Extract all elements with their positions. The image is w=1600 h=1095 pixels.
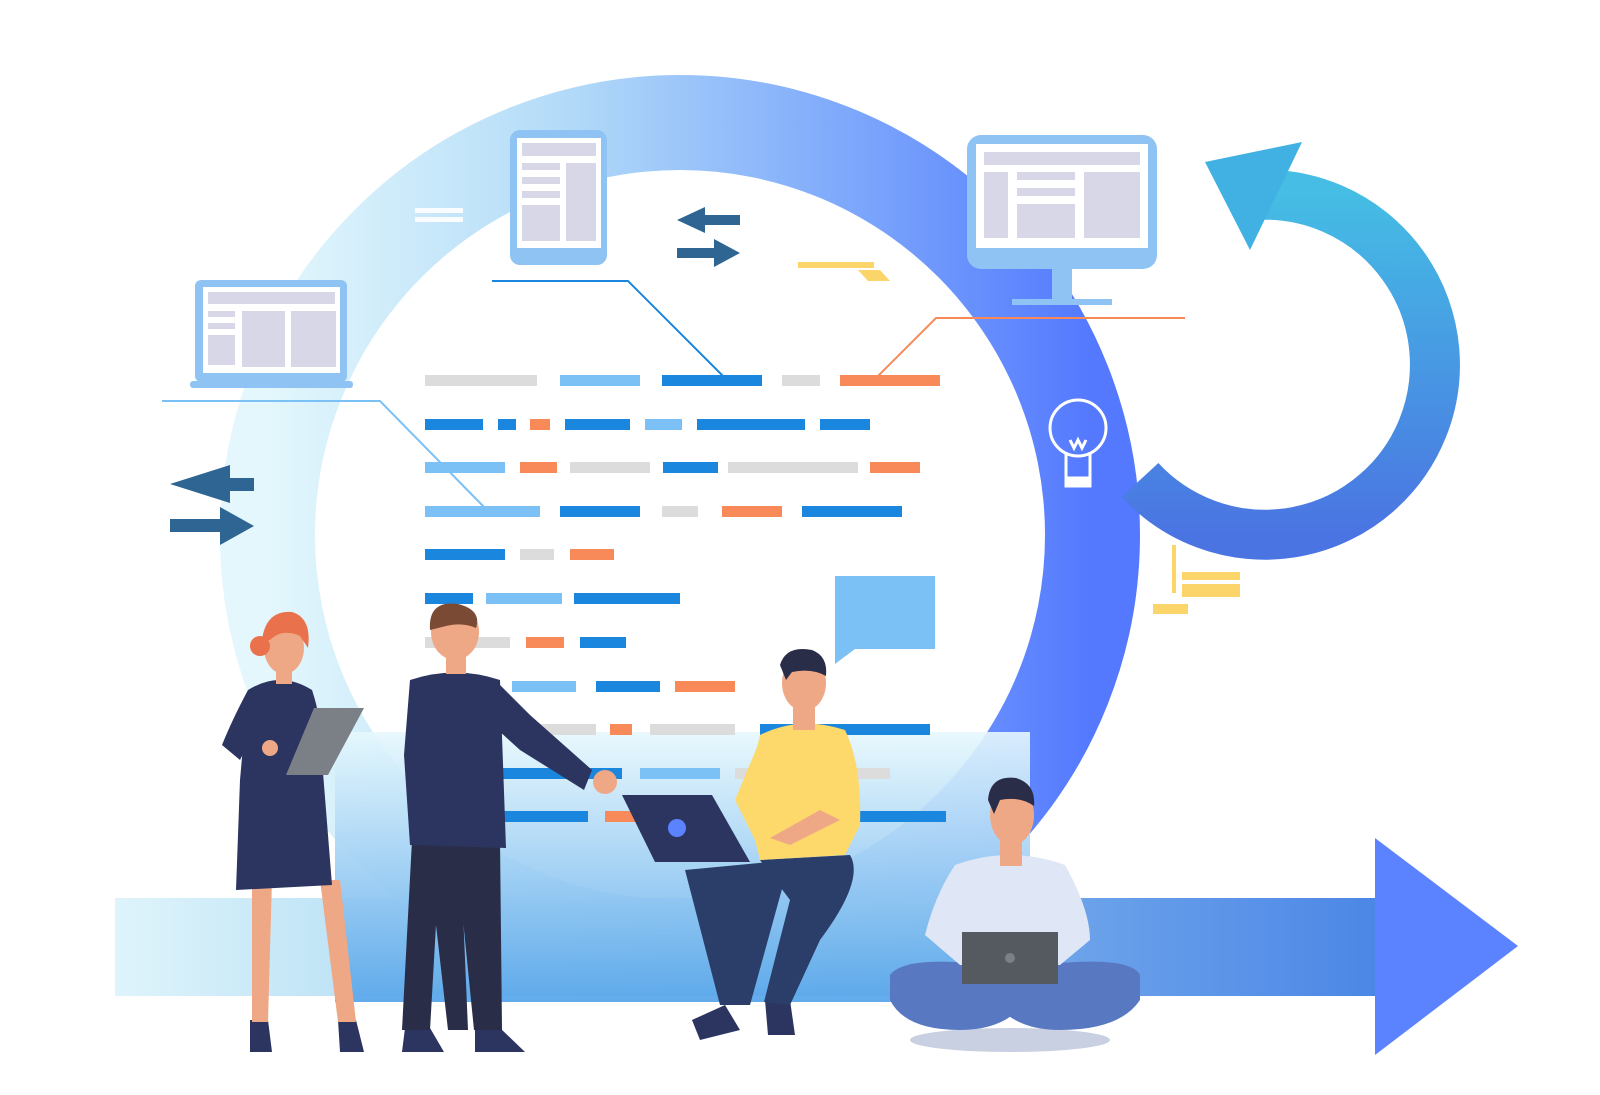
woman-with-tablet xyxy=(222,611,364,1052)
cycle-arrow-icon xyxy=(1121,142,1460,560)
lightbulb-icon xyxy=(1048,398,1108,488)
man-sitting-cross-legged xyxy=(890,777,1140,1052)
arrow-exchange-icon-top xyxy=(677,207,740,267)
monitor-icon xyxy=(967,135,1157,305)
man-with-laptop-sitting xyxy=(622,649,861,1040)
laptop-icon xyxy=(190,280,353,388)
arrow-exchange-icon xyxy=(170,465,254,545)
chat-bubble-icon xyxy=(835,576,935,664)
connector-lines xyxy=(162,280,1185,509)
tablet-icon xyxy=(510,130,607,265)
man-in-suit xyxy=(402,603,617,1052)
decor-bars xyxy=(415,208,1240,614)
